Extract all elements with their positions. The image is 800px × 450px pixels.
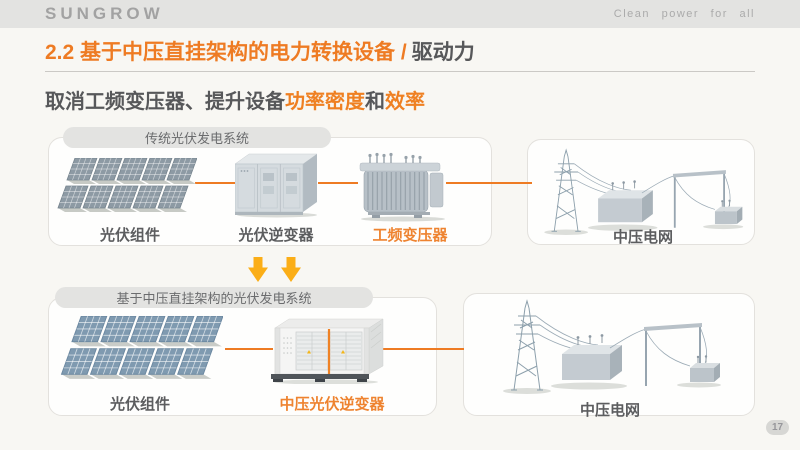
title-divider <box>45 71 755 72</box>
label-pv-modules-bottom: 光伏组件 <box>109 396 171 413</box>
transformer-icon <box>359 152 445 222</box>
label-lf-transformer: 工频变压器 <box>372 227 448 244</box>
label-mv-grid-bottom: 中压电网 <box>579 402 641 419</box>
subtitle-seg4: 效率 <box>385 91 425 113</box>
label-mv-grid-top: 中压电网 <box>612 229 674 246</box>
sungrow-logo: SUNGROW <box>45 4 164 23</box>
inverter-cabinet-icon <box>235 153 318 218</box>
mv-grid-icon <box>502 300 722 395</box>
label-pv-inverter: 光伏逆变器 <box>238 227 314 244</box>
down-arrow-icon <box>281 257 301 282</box>
solar-array-icon <box>61 316 223 380</box>
page-number-badge: 17 <box>766 420 789 435</box>
page-number: 17 <box>771 422 784 433</box>
connector-wire <box>318 182 358 184</box>
connector-wire <box>195 182 237 184</box>
solar-array-icon <box>57 158 197 213</box>
brand-tagline: Clean power for all <box>613 8 755 20</box>
mv-system-tag-label: 基于中压直挂架构的光伏发电系统 <box>116 291 312 306</box>
label-pv-modules: 光伏组件 <box>99 227 161 244</box>
down-arrow-icon <box>248 257 268 282</box>
subtitle-seg3: 和 <box>365 91 385 113</box>
connector-wire <box>225 348 273 350</box>
top-bar: SUNGROW Clean power for all <box>0 0 800 28</box>
page-title: 2.2 基于中压直挂架构的电力转换设备 /驱动力 <box>45 36 475 66</box>
container-inverter-icon <box>271 318 384 384</box>
mv-system-tag: 基于中压直挂架构的光伏发电系统 <box>55 287 373 308</box>
connector-wire <box>383 348 464 350</box>
label-mv-pv-inverter: 中压光伏逆变器 <box>279 396 385 413</box>
traditional-system-tag: 传统光伏发电系统 <box>63 127 331 148</box>
connector-wire <box>446 182 532 184</box>
subtitle-seg2: 功率密度 <box>285 91 365 113</box>
subtitle: 取消工频变压器、提升设备功率密度和效率 <box>45 85 425 114</box>
page-title-accent: 2.2 基于中压直挂架构的电力转换设备 / <box>45 41 407 64</box>
page-title-rest: 驱动力 <box>411 41 475 64</box>
subtitle-seg1: 取消工频变压器、提升设备 <box>45 91 285 113</box>
traditional-system-tag-label: 传统光伏发电系统 <box>144 131 249 146</box>
